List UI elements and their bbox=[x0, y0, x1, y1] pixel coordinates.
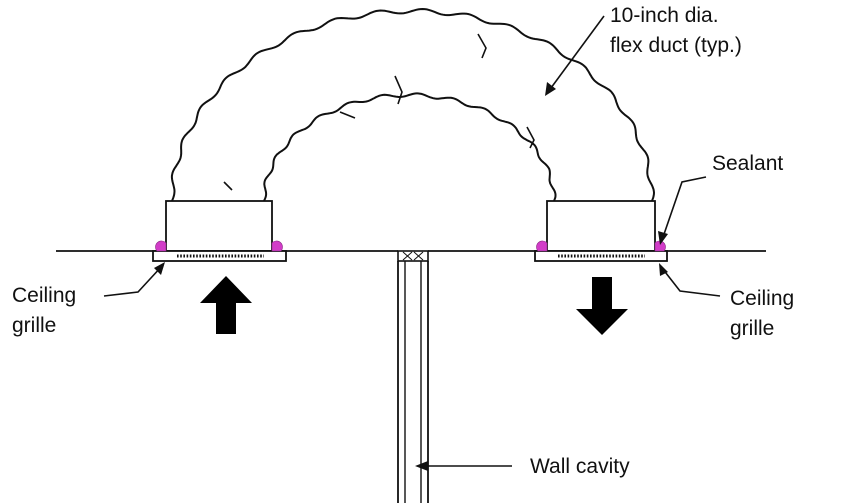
duct-crease-mark bbox=[223, 181, 233, 191]
duct-crease-mark bbox=[339, 111, 356, 119]
grille-left-leader-line bbox=[103, 265, 163, 297]
grille-right-label-line2: grille bbox=[730, 317, 774, 340]
wall-cavity-label: Wall cavity bbox=[530, 455, 630, 478]
wall-cavity-leader-arrowhead bbox=[415, 461, 428, 471]
sealant-label: Sealant bbox=[712, 152, 783, 175]
sealant-bead-left-outer bbox=[155, 240, 167, 252]
duct-crease-mark bbox=[526, 126, 535, 149]
top-plate-hatch bbox=[402, 251, 413, 261]
grille-left-label-line1: Ceiling bbox=[12, 284, 76, 307]
grille-left-label-line2: grille bbox=[12, 314, 56, 337]
airflow-down-arrow bbox=[576, 277, 628, 335]
flex-duct-outer-edge bbox=[170, 7, 656, 202]
grille-right-leader-line bbox=[661, 267, 721, 297]
duct-label-line1: 10-inch dia. bbox=[610, 4, 719, 27]
wall-top-plate bbox=[397, 250, 429, 262]
flex-duct-inner-edge bbox=[263, 92, 557, 202]
grille-right-leader-arrowhead bbox=[659, 263, 668, 276]
sealant-leader-arrowhead bbox=[658, 231, 668, 245]
duct-crease-mark bbox=[394, 75, 403, 105]
flex-duct bbox=[170, 7, 656, 202]
sealant-bead-right-outer bbox=[654, 240, 666, 252]
sealant-bead-right-inner bbox=[536, 240, 548, 252]
leader-lines bbox=[103, 15, 721, 471]
right-boot-box bbox=[546, 200, 656, 252]
grille-right-label-line1: Ceiling bbox=[730, 287, 794, 310]
left-boot-box bbox=[165, 200, 273, 252]
duct-label-line2: flex duct (typ.) bbox=[610, 34, 742, 57]
airflow-up-arrow bbox=[200, 276, 252, 334]
duct-crease-mark bbox=[477, 33, 487, 59]
sealant-bead-left-inner bbox=[271, 240, 283, 252]
duct-leader-arrowhead bbox=[545, 82, 556, 96]
right-grille-assembly bbox=[534, 200, 668, 262]
left-grille-assembly bbox=[152, 200, 287, 262]
duct-leader-line bbox=[547, 15, 605, 93]
sealant-leader-line bbox=[661, 176, 707, 241]
wall-cavity bbox=[397, 250, 429, 503]
top-plate-hatch bbox=[413, 251, 424, 261]
grille-left-leader-arrowhead bbox=[154, 262, 165, 275]
